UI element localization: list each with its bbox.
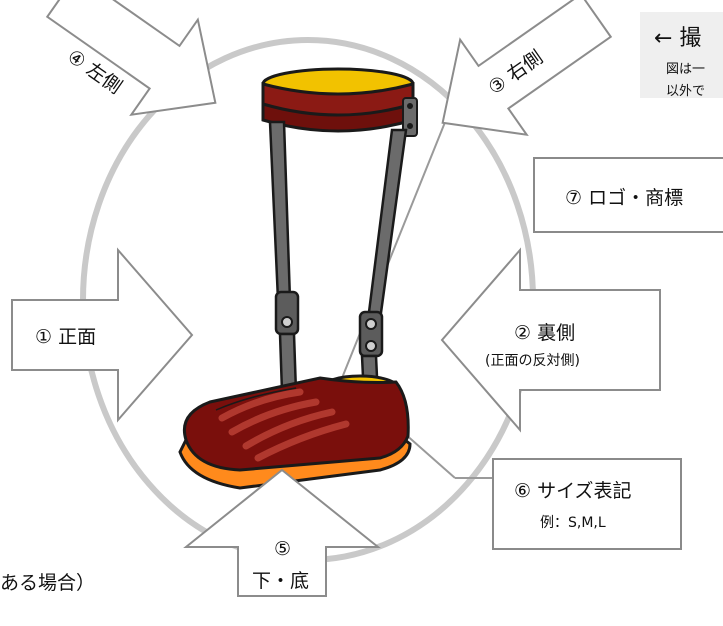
instruction-note-title: ← 撮 (654, 26, 702, 51)
back-view-label: ② 裏側 (514, 322, 576, 344)
bottom-view-arrow (183, 468, 381, 597)
size-label-box: ⑥ サイズ表記 例：S,M,L (492, 458, 682, 550)
size-label-example: 例：S,M,L (540, 515, 606, 531)
bottom-view-label: 下・底 (252, 570, 310, 592)
left-edge-text: ある場合） (0, 572, 96, 594)
instruction-note-line2: 以外で (666, 84, 706, 99)
size-label-title: ⑥ サイズ表記 (514, 480, 632, 502)
instruction-note: ← 撮 図は一 以外で (640, 12, 723, 99)
right-view-arrow (441, 0, 613, 137)
front-view-label: ① 正面 (35, 326, 97, 348)
instruction-note-line1: 図は一 (666, 62, 706, 77)
bottom-view-number: ⑤ (274, 538, 292, 560)
back-view-arrow (440, 247, 661, 433)
leg-brace-illustration (178, 67, 418, 490)
back-view-note: (正面の反対側) (485, 353, 580, 369)
front-view-arrow (11, 247, 194, 423)
logo-trademark-box: ⑦ ロゴ・商標 (533, 157, 723, 233)
left-view-arrow (45, 0, 217, 117)
logo-trademark-label: ⑦ ロゴ・商標 (565, 187, 684, 209)
